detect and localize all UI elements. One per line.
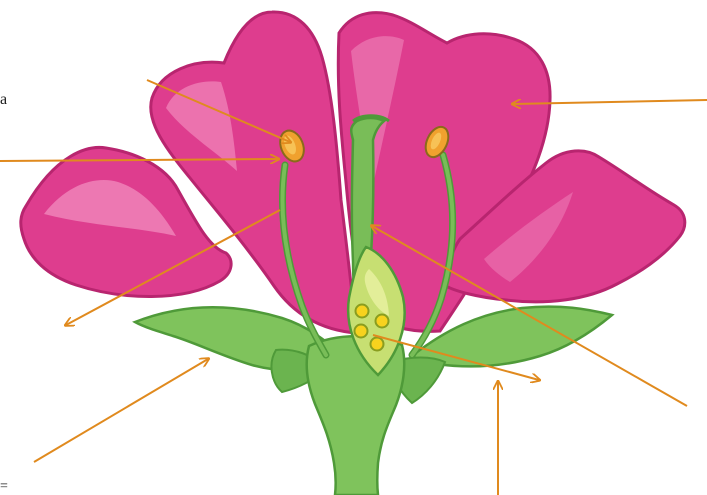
ovule-3 bbox=[355, 325, 368, 338]
label-fragment-a: a bbox=[0, 92, 7, 108]
ovule-2 bbox=[376, 315, 389, 328]
ovule-1 bbox=[356, 305, 369, 318]
leader-line-sepal-left bbox=[34, 359, 208, 462]
ovule-4 bbox=[371, 338, 384, 351]
label-fragment-equals: = bbox=[0, 480, 8, 494]
